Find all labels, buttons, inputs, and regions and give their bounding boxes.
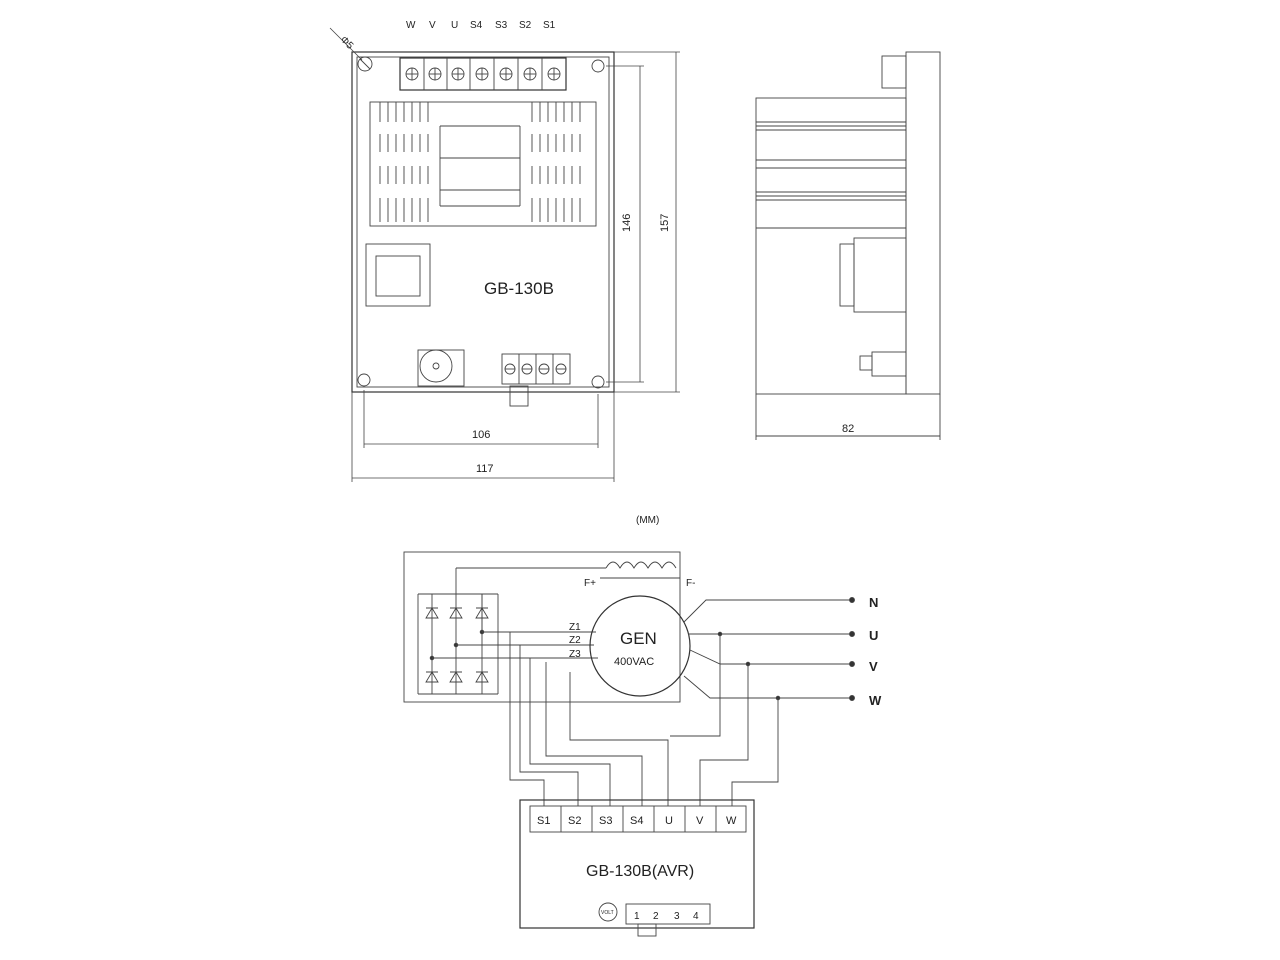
bottom-terminal-strip (625, 903, 711, 937)
bottom-terminal-block (501, 353, 571, 407)
generator-voltage-label: 400VAC (614, 656, 654, 668)
output-w-label: W (869, 693, 882, 708)
diode-icon (425, 607, 439, 619)
dim-height-inner: 146 (621, 214, 633, 232)
field-coil (600, 561, 680, 579)
side-view: 82 (755, 51, 941, 440)
mount-hole-icon (357, 373, 371, 387)
dimension-lines (351, 51, 680, 482)
aux-winding-z2-label: Z2 (569, 635, 581, 646)
avr-terminal-s4: S4 (630, 815, 643, 827)
board-model-label: GB-130B (484, 279, 554, 298)
unit-note: (MM) (636, 515, 659, 526)
output-v-label: V (869, 659, 878, 674)
output-lines (683, 597, 855, 701)
diode-icon (449, 671, 463, 683)
diode-icon (449, 607, 463, 619)
avr-terminal-s3: S3 (599, 815, 612, 827)
field-plus-label: F+ (584, 578, 596, 589)
avr-terminal-u: U (665, 815, 673, 827)
bottom-terminal-3: 3 (674, 911, 680, 922)
avr-terminal-strip (529, 805, 747, 833)
diode-icon (425, 671, 439, 683)
dim-depth: 82 (842, 423, 854, 435)
generator-label: GEN (620, 629, 657, 648)
hole-diameter-label: Φ5 (338, 34, 356, 52)
top-terminal-labels: W V U S4 S3 S2 S1 (406, 20, 556, 31)
terminal-label-s3: S3 (495, 20, 508, 31)
wiring-diagram: F+ F- Z1 Z2 Z3 GEN 400VAC (403, 551, 882, 937)
terminal-label-u: U (451, 20, 458, 31)
terminal-label-v: V (429, 20, 436, 31)
terminal-label-s4: S4 (470, 20, 483, 31)
transformer (365, 243, 431, 307)
terminal-label-s2: S2 (519, 20, 532, 31)
bottom-terminal-1: 1 (634, 911, 640, 922)
output-u-label: U (869, 628, 878, 643)
aux-winding-z1-label: Z1 (569, 622, 581, 633)
avr-terminal-v: V (696, 815, 704, 827)
diode-icon (475, 671, 489, 683)
field-minus-label: F- (686, 578, 695, 589)
aux-winding-z3-label: Z3 (569, 649, 581, 660)
volt-knob-icon (598, 902, 618, 922)
board-outline (351, 51, 615, 393)
avr-terminal-s2: S2 (568, 815, 581, 827)
front-view: Φ5 W V U S4 S3 S2 S1 (329, 20, 680, 482)
mount-hole-icon (591, 375, 605, 389)
mount-hole-icon (357, 56, 373, 72)
avr-leads (509, 632, 779, 806)
output-n-label: N (869, 595, 878, 610)
avr-label: GB-130B(AVR) (586, 863, 694, 880)
potentiometer-icon (419, 349, 453, 383)
avr-body (519, 799, 755, 929)
dim-height-outer: 157 (659, 214, 671, 232)
terminal-label-w: W (406, 20, 416, 31)
bottom-terminal-4: 4 (693, 911, 699, 922)
avr-terminal-w: W (726, 815, 737, 827)
bottom-terminal-2: 2 (653, 911, 659, 922)
rectifier-bridge (403, 551, 681, 703)
generator-icon (589, 595, 691, 697)
terminal-label-s1: S1 (543, 20, 556, 31)
dim-width-outer: 117 (476, 463, 494, 475)
dim-width-inner: 106 (472, 429, 490, 441)
heatsink (369, 101, 597, 227)
avr-terminal-s1: S1 (537, 815, 550, 827)
top-terminal-block (399, 57, 567, 91)
voltage-pot (417, 349, 465, 387)
aux-winding-leads (432, 594, 598, 659)
mount-hole-icon (591, 59, 605, 73)
volt-knob-label: VOLT (601, 910, 614, 916)
